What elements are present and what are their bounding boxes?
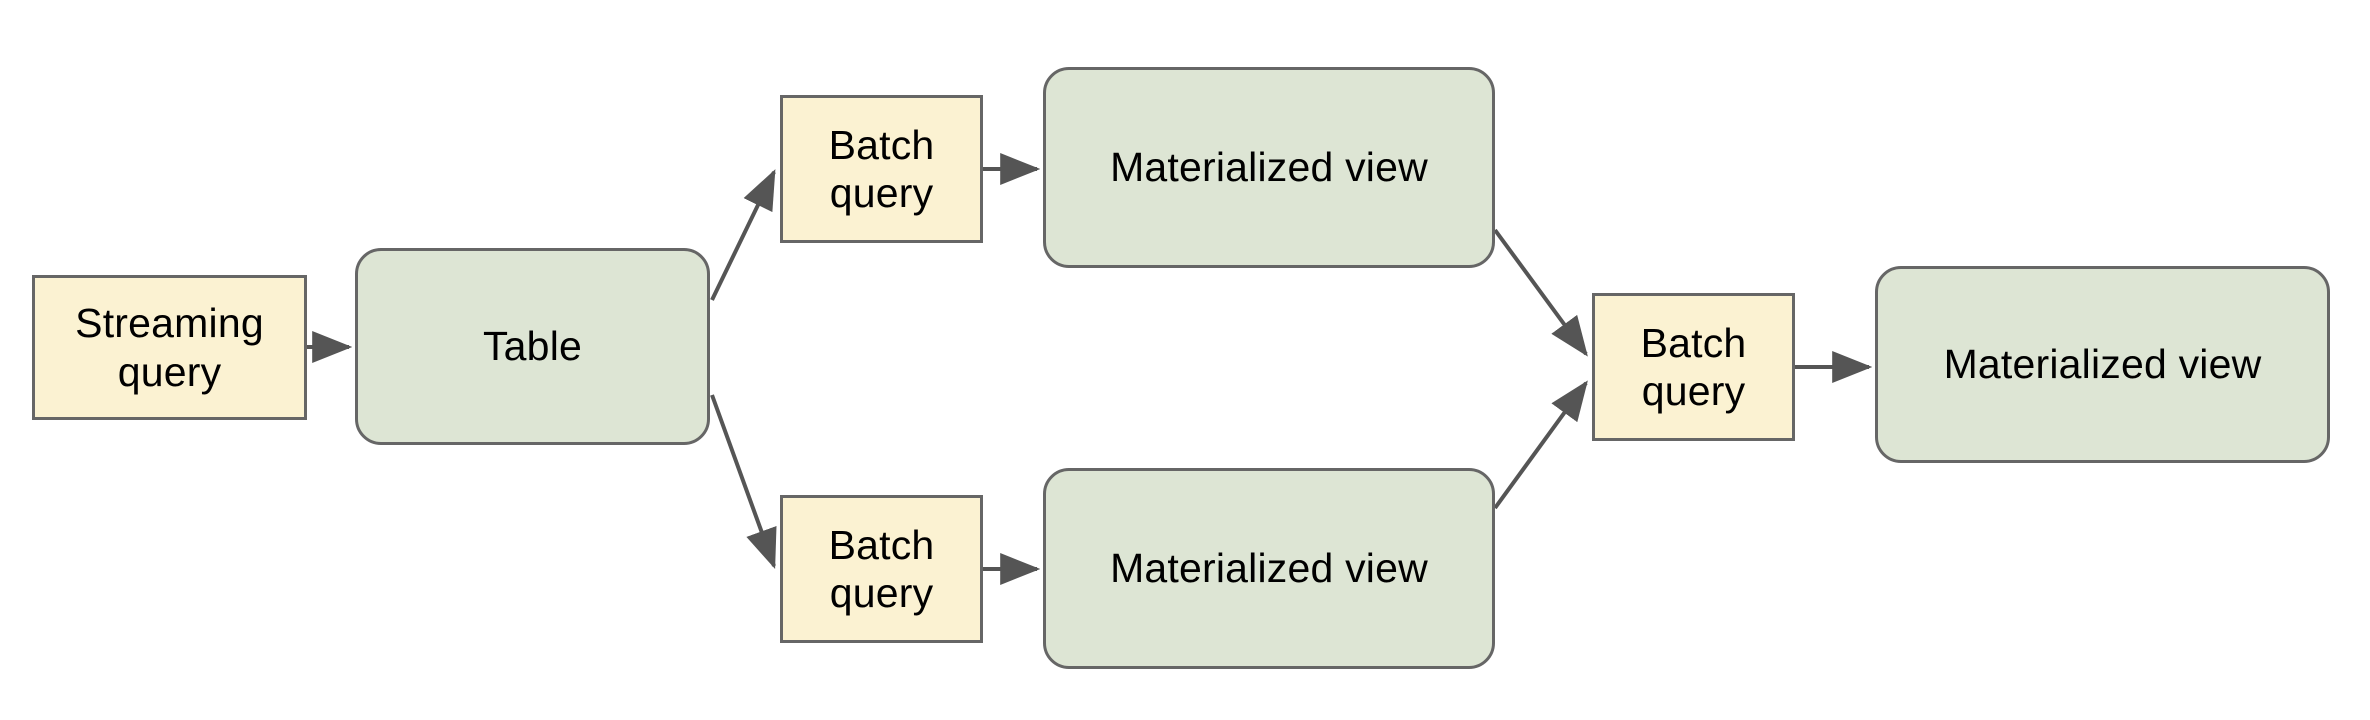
node-materialized-view-bottom[interactable]: Materialized view <box>1043 468 1495 669</box>
node-label-batch-query-bottom: Batch query <box>828 521 935 616</box>
node-label-batch-query-right: Batch query <box>1640 319 1747 414</box>
edge-table-to-batch-bottom <box>710 394 777 570</box>
node-table[interactable]: Table <box>355 248 710 445</box>
node-streaming-query[interactable]: Streaming query <box>32 275 307 420</box>
node-batch-query-top[interactable]: Batch query <box>780 95 983 243</box>
node-label-materialized-view-right: Materialized view <box>1943 341 2262 388</box>
node-materialized-view-top[interactable]: Materialized view <box>1043 67 1495 268</box>
node-batch-query-bottom[interactable]: Batch query <box>780 495 983 643</box>
node-label-materialized-view-top: Materialized view <box>1110 144 1428 191</box>
node-label-materialized-view-bottom: Materialized view <box>1110 545 1428 592</box>
node-label-batch-query-top: Batch query <box>828 121 935 216</box>
edge-table-to-batch-top <box>710 169 776 301</box>
node-label-streaming-query: Streaming query <box>75 300 264 395</box>
node-materialized-view-right[interactable]: Materialized view <box>1875 266 2330 463</box>
node-label-table: Table <box>482 323 582 370</box>
node-batch-query-right[interactable]: Batch query <box>1592 293 1795 441</box>
edge-mv-top-to-batch-right <box>1493 228 1588 357</box>
edge-mv-bottom-to-batch-right <box>1493 380 1588 510</box>
